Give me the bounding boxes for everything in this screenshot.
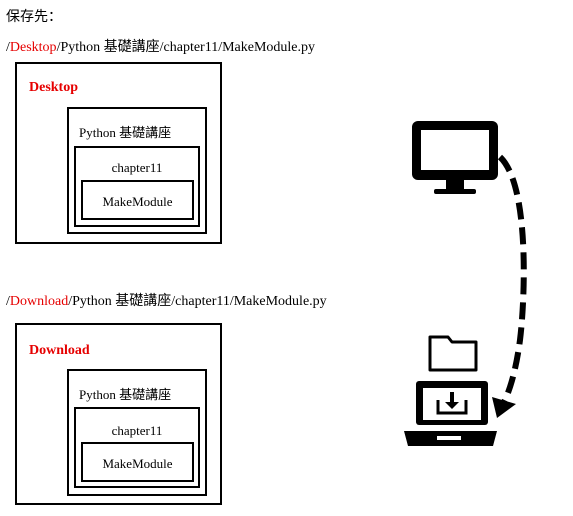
desktop-path: /Desktop/Python 基礎講座/chapter11/MakeModul… (6, 36, 315, 56)
makemodule-folder-box: MakeModule (81, 180, 194, 220)
laptop-download-icon (404, 381, 497, 446)
save-location-heading: 保存先： (6, 9, 62, 25)
path-prefix: / (6, 40, 10, 55)
dashed-curved-arrow (492, 154, 527, 418)
makemodule-folder-label: MakeModule (102, 456, 173, 471)
download-path: /Download/Python 基礎講座/chapter11/MakeModu… (6, 290, 327, 310)
desktop-monitor-icon (412, 121, 498, 194)
path-rest: /Python 基礎講座/chapter11/MakeModule.py (56, 40, 316, 55)
chapter11-folder-label: chapter11 (111, 160, 163, 175)
python-course-folder-label: Python 基礎講座 (79, 125, 172, 140)
path-rest: /Python 基礎講座/chapter11/MakeModule.py (68, 294, 327, 309)
python-course-folder-label: Python 基礎講座 (79, 387, 172, 402)
download-folder-label: Download (29, 343, 90, 358)
path-prefix: / (6, 294, 10, 309)
path-highlight-desktop: Desktop (9, 40, 57, 55)
chapter11-folder-label: chapter11 (111, 423, 163, 438)
makemodule-folder-box: MakeModule (81, 442, 194, 482)
path-highlight-download: Download (9, 294, 69, 309)
makemodule-folder-label: MakeModule (102, 194, 173, 209)
desktop-folder-label: Desktop (29, 80, 79, 95)
folder-icon (428, 335, 478, 372)
